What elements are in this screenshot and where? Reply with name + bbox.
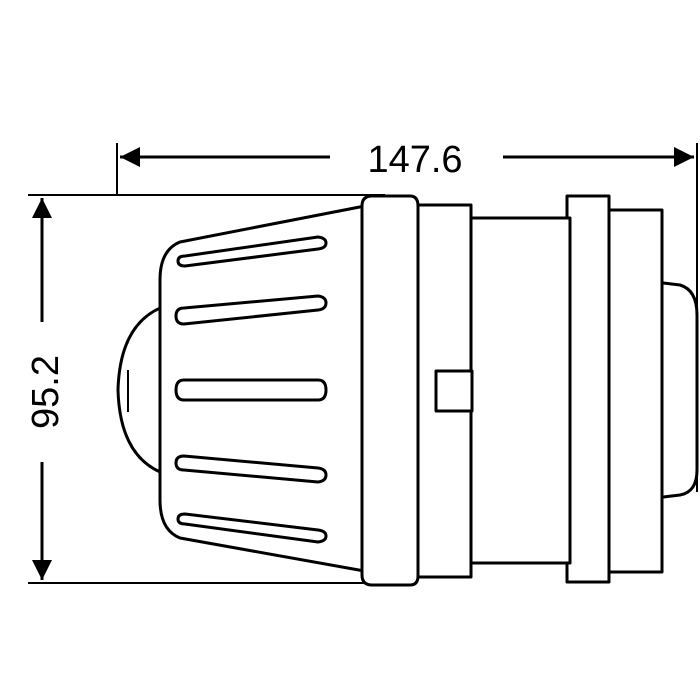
cooling-slots xyxy=(174,235,328,544)
lens-dome xyxy=(116,303,170,477)
cooling-slot-5 xyxy=(176,512,328,544)
height-dimension xyxy=(28,194,385,584)
cooling-slot-4 xyxy=(174,454,328,484)
width-dimension-label: 147.6 xyxy=(367,139,462,181)
height-dimension-label: 95.2 xyxy=(25,355,67,429)
rear-body xyxy=(605,208,664,574)
locking-tab xyxy=(434,369,474,413)
middle-body xyxy=(468,216,572,565)
front-bezel xyxy=(360,194,420,587)
cooling-slot-1 xyxy=(176,235,328,268)
rear-cap xyxy=(653,280,699,500)
lamp-body xyxy=(116,194,699,587)
cooling-slot-3 xyxy=(174,378,328,402)
cooling-slot-2 xyxy=(174,294,328,326)
mounting-flange xyxy=(565,194,611,584)
